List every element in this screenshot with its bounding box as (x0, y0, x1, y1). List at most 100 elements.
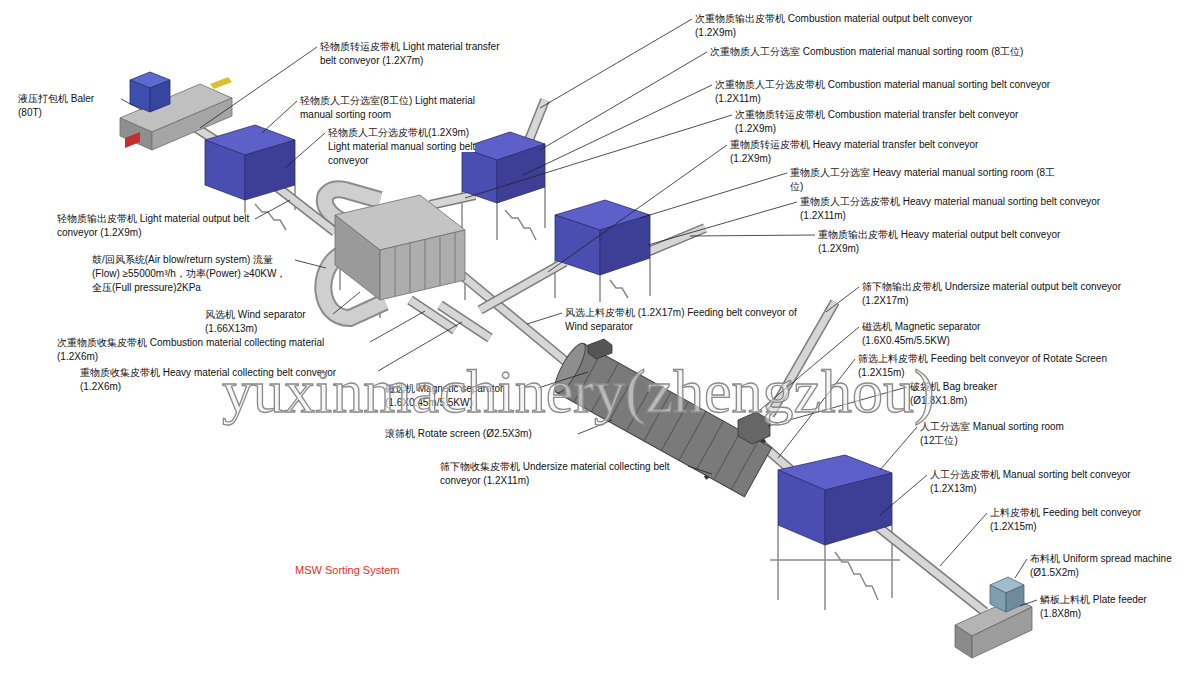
uniform-spread-machine (1006, 585, 1024, 612)
callout-label: 人工分选室 Manual sorting room (12工位) (920, 420, 1080, 448)
leader-line (880, 475, 927, 515)
magnetic-separator-symbol (588, 339, 612, 359)
wind-separator (335, 195, 465, 300)
uniform-spread-machine (990, 577, 1024, 612)
callout-text: 轻物质人工分选皮带机(1.2X9m) Light material manual… (328, 127, 475, 166)
callout-label: 鳞板上料机 Plate feeder (1.8X8m) (1040, 593, 1190, 621)
callout-label: 风选机 Wind separator (1.66X13m) (205, 308, 330, 336)
leader-line (121, 99, 142, 110)
leader-line (121, 19, 1037, 606)
callout-label: 轻物质转运皮带机 Light material transfer belt co… (320, 40, 505, 68)
callout-text: 鼓/回风系统(Air blow/return system) 流量(Flow) … (92, 254, 286, 293)
leader-line (540, 19, 692, 108)
leader-line (540, 52, 707, 150)
wind-separator (380, 230, 465, 300)
callout-text: 次重物质人工分选室 Combustion material manual sor… (710, 46, 1023, 57)
callout-text: 轻物质人工分选室(8工位) Light material manual sort… (300, 95, 475, 120)
callout-label: 重物质转运皮带机 Heavy material transfer belt co… (730, 138, 1020, 166)
callout-label: 筛下物输出皮带机 Undersize material output belt … (862, 280, 1162, 308)
system-title: MSW Sorting System (295, 563, 400, 577)
leader-line (333, 292, 360, 314)
callout-label: 次重物质人工分选室 Combustion material manual sor… (710, 45, 1023, 59)
callout-label: 风选上料皮带机 (1.2X17m) Feeding belt conveyor … (565, 306, 800, 334)
callout-text: 筛下物输出皮带机 Undersize material output belt … (862, 281, 1121, 306)
callout-text: 重物质输出皮带机 Heavy material output belt conv… (818, 229, 1060, 254)
leader-line (255, 200, 290, 219)
callout-label: 液压打包机 Baler (80T) (18, 92, 118, 120)
callout-text: 人工分选室 Manual sorting room (12工位) (920, 421, 1064, 446)
sorting-room (600, 215, 650, 275)
baler (130, 80, 150, 112)
plate-feeder (955, 625, 972, 658)
plate-feeder (955, 598, 1032, 658)
callout-text: 次重物质输出皮带机 Combustion material output bel… (695, 13, 972, 38)
callout-text: 磁选机 Magnetic separator (1.6X0.45m/5.5KW) (862, 321, 980, 346)
uniform-spread-machine (990, 585, 1006, 612)
callout-label: 轻物质人工分选室(8工位) Light material manual sort… (300, 94, 490, 122)
callout-label: 人工分选皮带机 Manual sorting belt conveyor (1.… (930, 468, 1160, 496)
callout-text: 重物质人工分选室 Heavy material manual sorting r… (790, 167, 1055, 192)
callout-text: 液压打包机 Baler (80T) (18, 93, 94, 118)
callout-label: 次重物质人工分选皮带机 Combustion material manual s… (715, 78, 1085, 106)
callout-label: 轻物质输出皮带机 Light material output belt conv… (57, 212, 252, 240)
callout-text: 轻物质转运皮带机 Light material transfer belt co… (320, 41, 500, 66)
belt-conveyor (872, 522, 985, 612)
callout-text: 风选机 Wind separator (1.66X13m) (205, 309, 306, 334)
callout-label: 布料机 Uniform spread machine (Ø1.5X2m) (1030, 552, 1190, 580)
watermark-text: yuxinmachinery(zhengzhou) (222, 357, 935, 425)
watermark: yuxinmachinery(zhengzhou) (222, 356, 935, 426)
callout-text: 次重物质转运皮带机 Combustion material transfer b… (735, 109, 1018, 134)
callout-label: 重物质人工分选皮带机 Heavy material manual sorting… (800, 195, 1135, 223)
sorting-room (205, 140, 245, 200)
leader-line (1020, 600, 1037, 606)
sorting-room (825, 473, 892, 545)
sorting-room (778, 470, 825, 545)
leader-line (370, 311, 425, 342)
callout-text: 人工分选皮带机 Manual sorting belt conveyor (1.… (930, 469, 1131, 494)
callout-label: 重物质输出皮带机 Heavy material output belt conv… (818, 228, 1098, 256)
callout-text: 筛下物收集皮带机 Undersize material collecting b… (440, 461, 670, 486)
leader-line (940, 513, 987, 566)
callout-text: 风选上料皮带机 (1.2X17m) Feeding belt conveyor … (565, 307, 797, 332)
leader-line (826, 287, 859, 312)
callout-label: 次重物质输出皮带机 Combustion material output bel… (695, 12, 1015, 40)
leader-line (690, 235, 815, 236)
leader-line (262, 101, 297, 133)
plate-feeder (972, 607, 1032, 658)
leader-line (880, 427, 917, 470)
baler (125, 132, 140, 148)
leader-line (527, 313, 562, 324)
callout-text: 重物质人工分选皮带机 Heavy material manual sorting… (800, 196, 1100, 221)
callout-label: 鼓/回风系统(Air blow/return system) 流量(Flow) … (92, 253, 292, 295)
wind-separator (395, 232, 455, 296)
baler (120, 72, 232, 150)
sorting-room (497, 144, 545, 203)
leader-line (285, 133, 325, 168)
leader-line (688, 466, 712, 474)
callout-text: 布料机 Uniform spread machine (Ø1.5X2m) (1030, 553, 1172, 578)
leader-line (295, 260, 326, 268)
callout-text: 滚筛机 Rotate screen (Ø2.5X3m) (385, 428, 532, 439)
belt-conveyor (872, 522, 985, 612)
baler (120, 118, 152, 150)
callout-label: 滚筛机 Rotate screen (Ø2.5X3m) (385, 427, 532, 441)
callout-label: 磁选机 Magnetic separator (1.6X0.45m/5.5KW) (862, 320, 1012, 348)
title-text: MSW Sorting System (295, 564, 400, 576)
callout-label: 轻物质人工分选皮带机(1.2X9m) Light material manual… (328, 126, 488, 168)
callout-label: 筛下物收集皮带机 Undersize material collecting b… (440, 460, 685, 488)
baler (210, 77, 232, 89)
callout-label: 次重物质转运皮带机 Combustion material transfer b… (735, 108, 1055, 136)
callout-text: 轻物质输出皮带机 Light material output belt conv… (57, 213, 249, 238)
sorting-room (555, 215, 600, 275)
callout-label: 上料皮带机 Feeding belt conveyor (1.2X15m) (990, 506, 1170, 534)
belt-conveyor (430, 195, 475, 205)
sorting-room (245, 140, 295, 200)
baler (150, 80, 170, 112)
callout-text: 次重物质人工分选皮带机 Combustion material manual s… (715, 79, 1050, 104)
sorting-room (205, 125, 892, 545)
sorting-room (462, 148, 497, 203)
callout-text: 上料皮带机 Feeding belt conveyor (1.2X15m) (990, 507, 1141, 532)
wind-separator (335, 215, 380, 300)
